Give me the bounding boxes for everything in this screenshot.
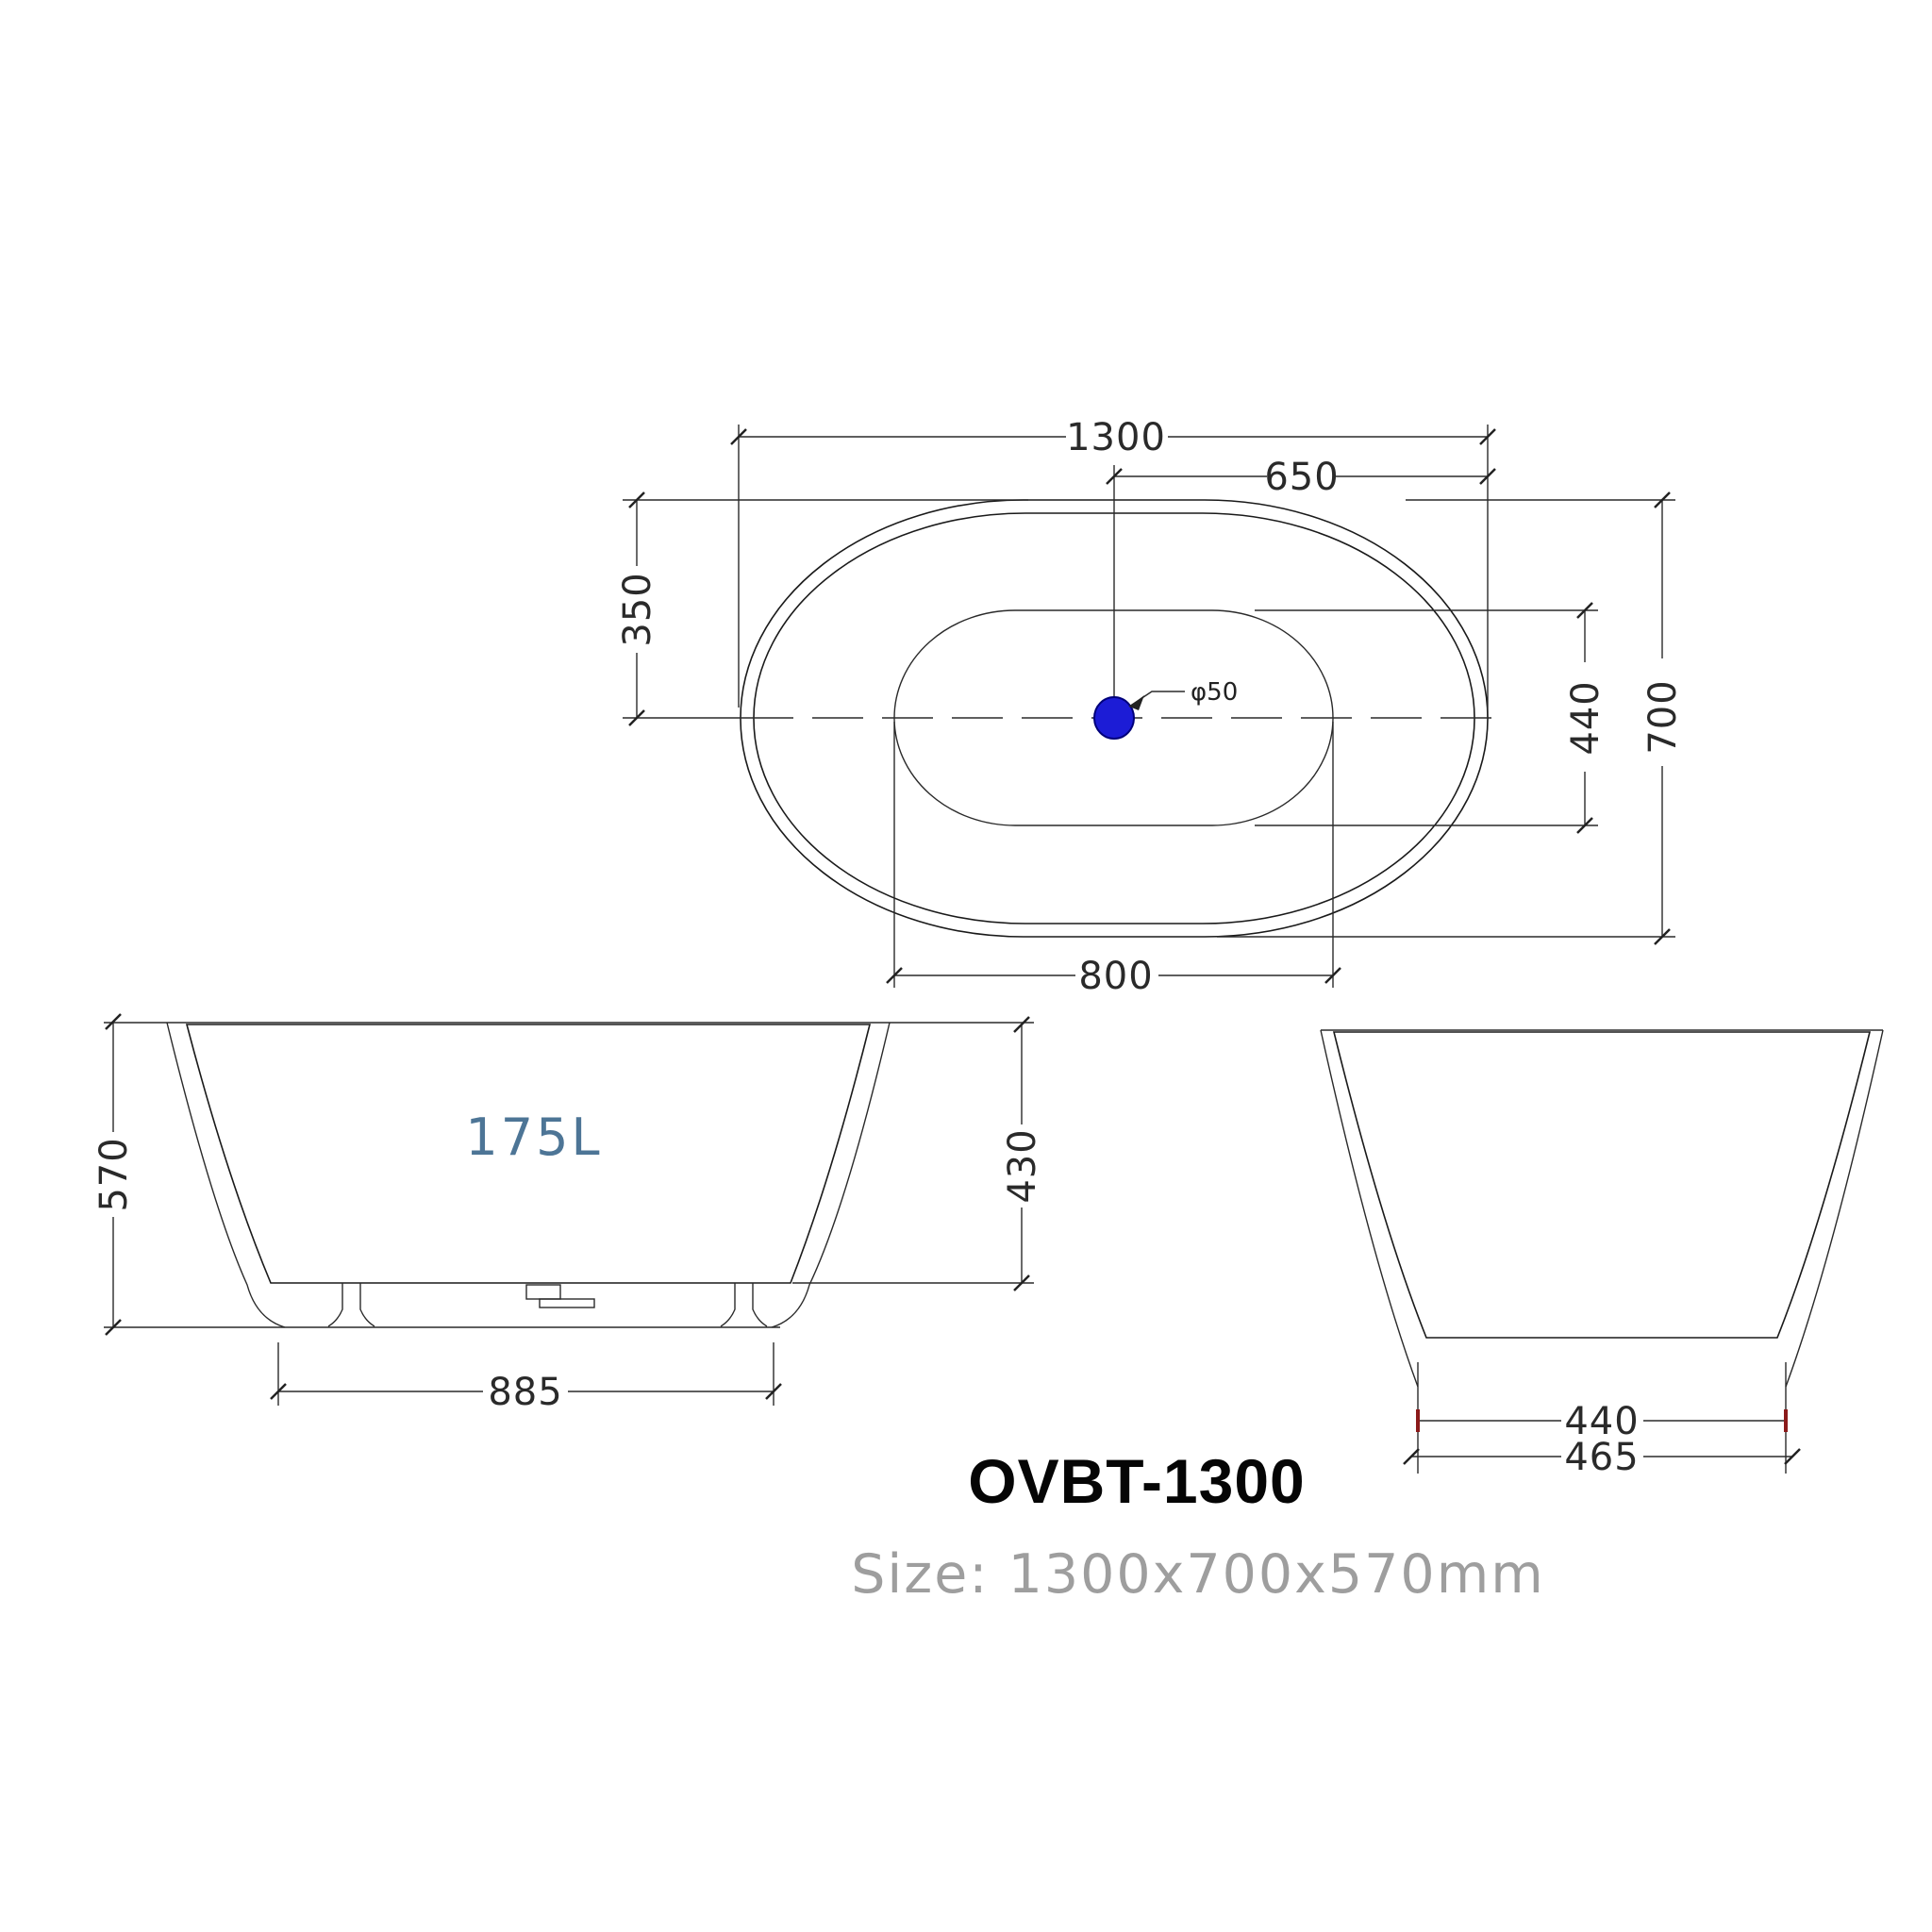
dim-basin-length-label: 800 — [1078, 955, 1153, 998]
dim-base-width-label: 465 — [1564, 1436, 1639, 1479]
dim-basin-width: 440 — [1255, 602, 1607, 834]
dim-inner-depth-label: 430 — [1001, 1128, 1044, 1203]
dim-base-width: 465 — [1403, 1436, 1801, 1479]
front-interior — [185, 1024, 872, 1284]
front-foot-right — [720, 1283, 768, 1327]
dim-inner-depth: 430 — [792, 1016, 1044, 1291]
dim-overall-height: 570 — [92, 1013, 136, 1336]
plan-view: φ50 1300 650 350 — [616, 416, 1685, 998]
dim-half-width-label: 350 — [616, 572, 659, 646]
dim-overall-height-label: 570 — [92, 1137, 136, 1211]
size-subtitle: Size: 1300x700x570mm — [851, 1543, 1545, 1606]
dim-overall-length-label: 1300 — [1066, 416, 1166, 459]
dim-basin-length: 800 — [886, 722, 1341, 998]
capacity-label: 175L — [465, 1108, 602, 1167]
front-drain-fitting — [525, 1284, 595, 1308]
front-foot-left — [327, 1283, 375, 1327]
drain-hole — [1093, 696, 1135, 740]
front-elevation: 175L 570 430 885 — [92, 1013, 1044, 1414]
side-interior — [1332, 1031, 1872, 1339]
dim-half-width: 350 — [616, 491, 1028, 726]
model-title: OVBT-1300 — [968, 1446, 1306, 1516]
dim-overall-length: 1300 — [730, 416, 1496, 719]
dim-half-length: 650 — [1106, 456, 1496, 499]
leader-arrow-icon — [1129, 695, 1144, 710]
dim-base-length-label: 885 — [488, 1371, 562, 1414]
dim-overall-width-label: 700 — [1641, 679, 1685, 754]
front-outer-wall-right — [771, 1022, 891, 1328]
dim-floor-width-label: 440 — [1564, 1400, 1639, 1443]
end-elevation: 440 465 — [1320, 1029, 1884, 1479]
dim-floor-width: 440 — [1416, 1362, 1788, 1474]
drain-diameter-label: φ50 — [1191, 678, 1238, 707]
dim-overall-width: 700 — [1217, 491, 1685, 945]
side-outer-wall-right — [1785, 1029, 1884, 1388]
drain-callout: φ50 — [1128, 678, 1238, 710]
dim-basin-width-label: 440 — [1564, 680, 1607, 755]
dim-base-length: 885 — [270, 1342, 782, 1414]
title-block: OVBT-1300 Size: 1300x700x570mm — [851, 1446, 1545, 1606]
front-outer-wall-left — [166, 1022, 286, 1328]
dim-half-length-label: 650 — [1264, 456, 1339, 499]
side-outer-wall-left — [1320, 1029, 1419, 1388]
